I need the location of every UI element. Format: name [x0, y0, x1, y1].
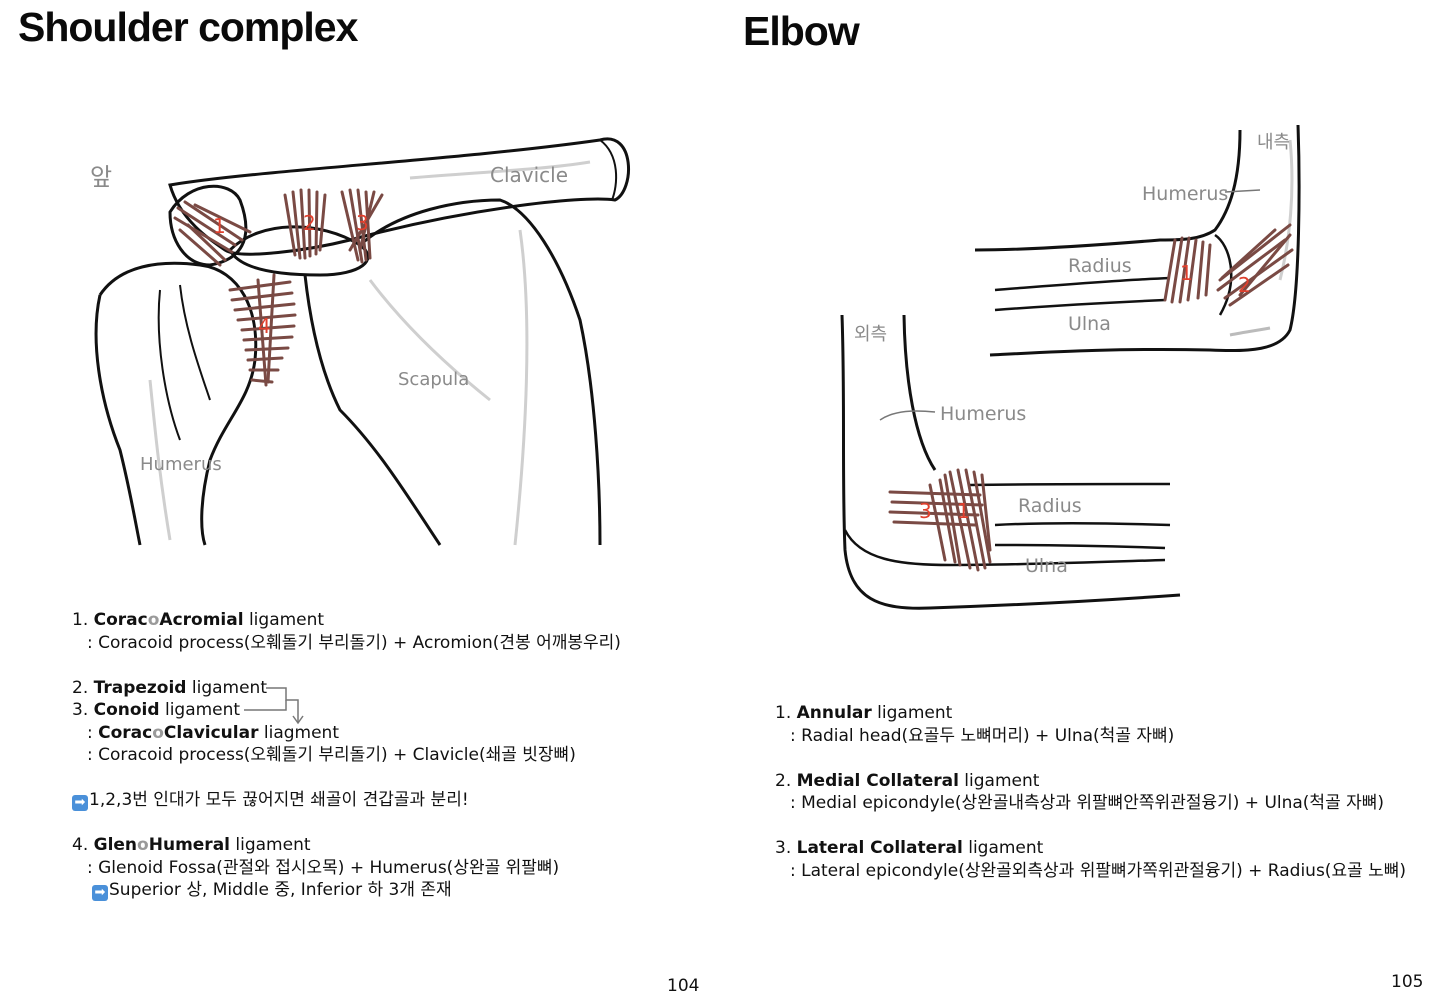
note-item-1-detail: : Coracoid process(오훼돌기 부리돌기) + Acromion… — [87, 632, 621, 653]
ligament-number-2-top: 2 — [1238, 273, 1251, 297]
annular-ligament-top — [1163, 236, 1212, 304]
label-humerus-bottom: Humerus — [940, 403, 1026, 425]
ligament-number-3: 3 — [356, 211, 369, 235]
label-lateral: 외측 — [854, 324, 887, 345]
page-number-left: 104 — [667, 976, 700, 996]
note-item-3: 3. Conoid ligament — [72, 700, 241, 720]
note-item-4-callout: ➡Superior 상, Middle 중, Inferior 하 3개 존재 — [72, 879, 621, 902]
label-scapula: Scapula — [398, 369, 469, 390]
elbow-illustration: 내측 Humerus Radius Ulna 1 2 외측 Humerus Ra… — [840, 124, 1301, 610]
coracoacromial-ligament — [173, 200, 252, 267]
label-radius-bottom: Radius — [1018, 495, 1082, 517]
elbow-note-item-2-detail: : Medial epicondyle(상완골내측상과 위팔뼈안쪽위관절융기) … — [790, 793, 1385, 813]
glenohumeral-ligament — [228, 273, 297, 387]
right-arrow-icon: ➡ — [72, 795, 88, 811]
ligament-number-2: 2 — [303, 211, 316, 235]
label-front: 앞 — [90, 163, 112, 191]
elbow-ligament-notes: 1. Annular ligament : Radial head(요골두 노뼈… — [775, 702, 1406, 882]
trapezoid-ligament — [283, 188, 327, 260]
right-arrow-icon: ➡ — [92, 885, 108, 901]
medial-collateral-ligament — [1216, 223, 1294, 307]
bracket-arrow-icon — [244, 687, 304, 725]
elbow-note-item-3-detail: : Lateral epicondyle(상완골외측상과 위팔뼈가쪽위관절융기)… — [790, 860, 1407, 881]
conoid-ligament — [340, 188, 384, 264]
annular-ligament-bottom — [943, 468, 992, 572]
page-title-shoulder: Shoulder complex — [18, 4, 358, 50]
shoulder-illustration: 앞 Clavicle Scapula Humerus 1 2 3 4 — [90, 137, 630, 546]
shoulder-ligament-notes: 1. CoracoAcromial ligament : Coracoid pr… — [72, 609, 621, 902]
elbow-note-item-2: 2. Medial Collateral ligament — [775, 770, 1040, 791]
note-item-1: 1. CoracoAcromial ligament — [72, 610, 325, 630]
page-number-right: 105 — [1391, 972, 1424, 992]
note-item-23-name: : CoracoClavicular liagment — [87, 722, 339, 743]
note-item-2: 2. Trapezoid ligament — [72, 677, 268, 698]
ligament-number-3-bottom: 3 — [919, 499, 932, 523]
note-callout: ➡1,2,3번 인대가 모두 끊어지면 쇄골이 견갑골과 분리! — [72, 789, 621, 812]
label-medial: 내측 — [1257, 132, 1290, 153]
label-ulna-top: Ulna — [1068, 313, 1111, 335]
note-item-4: 4. GlenoHumeral ligament — [72, 835, 311, 855]
ligament-number-4: 4 — [258, 314, 271, 338]
note-item-23-detail: : Coracoid process(오훼돌기 부리돌기) + Clavicle… — [87, 745, 576, 765]
page-title-elbow: Elbow — [743, 8, 860, 54]
ligament-number-1: 1 — [213, 214, 226, 238]
ligament-number-1-bottom: 1 — [957, 499, 970, 523]
label-humerus-top: Humerus — [1142, 183, 1228, 205]
label-ulna-bottom: Ulna — [1025, 555, 1068, 577]
ligament-number-1-top: 1 — [1180, 261, 1193, 285]
label-radius-top: Radius — [1068, 255, 1132, 277]
note-item-4-detail: : Glenoid Fossa(관절와 접시오목) + Humerus(상완골 … — [87, 857, 560, 878]
elbow-note-item-1-detail: : Radial head(요골두 노뼈머리) + Ulna(척골 자뼈) — [790, 725, 1175, 746]
label-clavicle: Clavicle — [490, 163, 568, 187]
elbow-note-item-3: 3. Lateral Collateral ligament — [775, 838, 1044, 858]
label-humerus: Humerus — [140, 454, 222, 475]
elbow-note-item-1: 1. Annular ligament — [775, 703, 953, 723]
